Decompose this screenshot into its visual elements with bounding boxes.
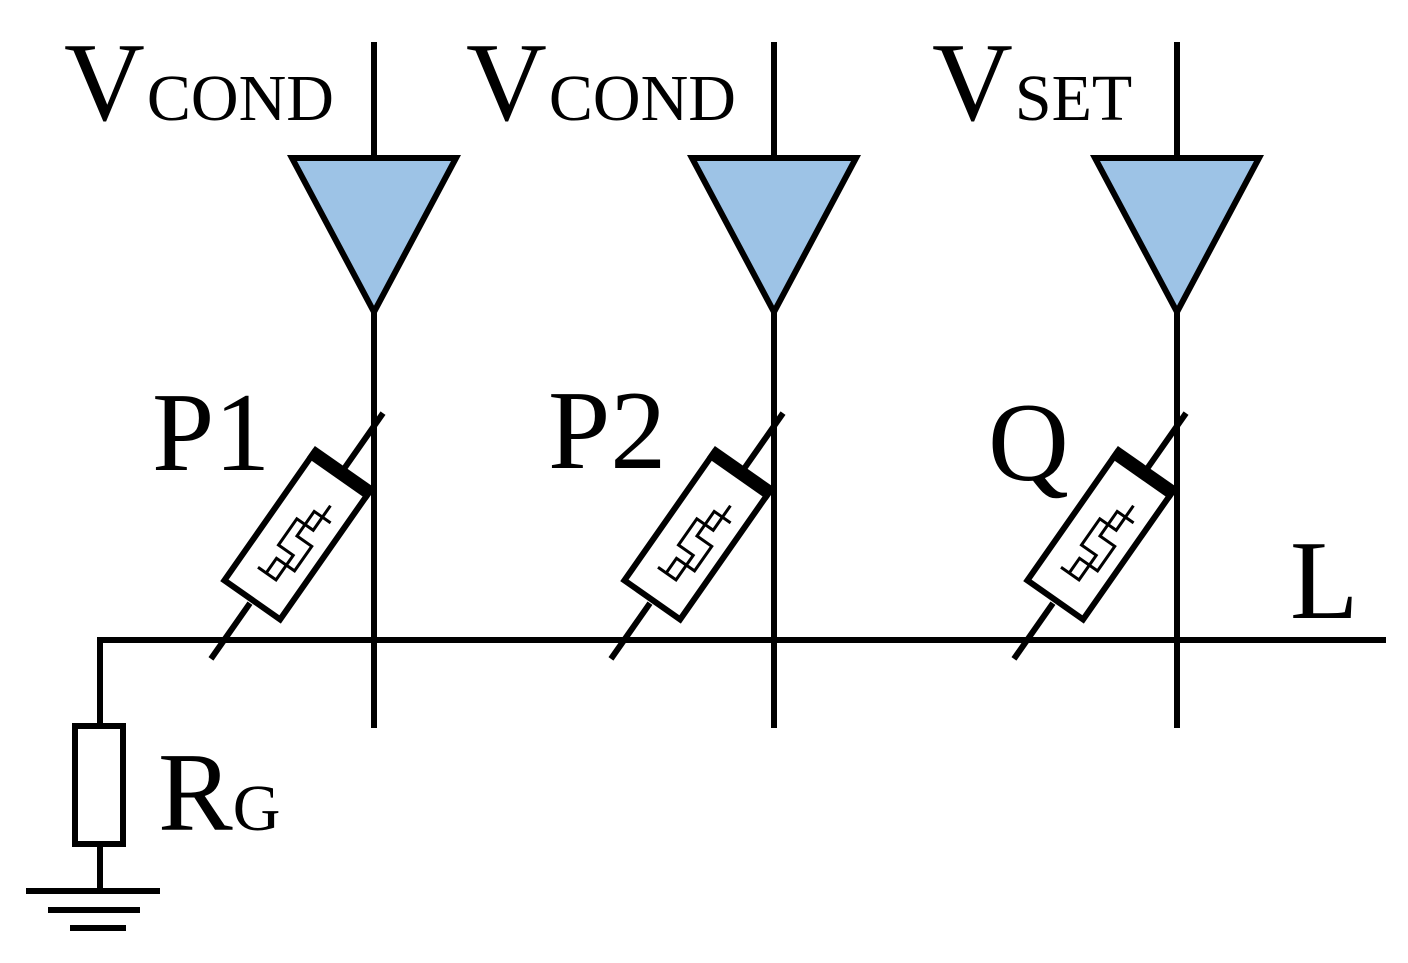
- column-3: [984, 42, 1264, 728]
- column-2-voltage-label: VCOND: [466, 21, 736, 145]
- column-1-voltage-label: VCOND: [64, 21, 334, 145]
- line-label: L: [1290, 519, 1358, 643]
- buffer-triangle-2: [687, 155, 861, 319]
- resistor-label: RG: [158, 731, 280, 855]
- column-2: [581, 42, 861, 728]
- column-3-voltage-label: VSET: [932, 21, 1132, 145]
- resistor-rg: [72, 723, 126, 847]
- ground-branch: [26, 637, 1386, 931]
- device-label-p1: P1: [152, 371, 270, 495]
- device-label-p2: P2: [548, 369, 666, 493]
- device-label-q: Q: [988, 381, 1069, 505]
- buffer-triangle-1: [287, 155, 461, 319]
- ground-icon: [26, 888, 160, 931]
- column-1: [181, 42, 461, 728]
- buffer-triangle-3: [1090, 155, 1264, 319]
